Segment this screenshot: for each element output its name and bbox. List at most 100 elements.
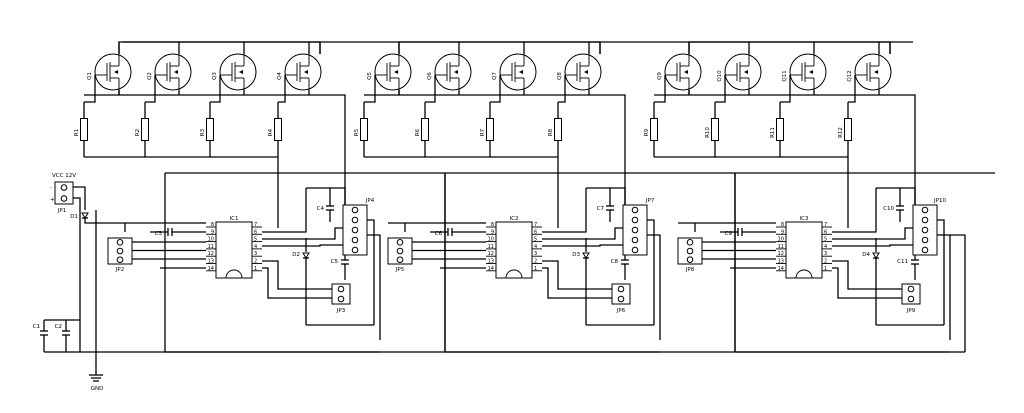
- resistor-label: R2: [135, 129, 141, 136]
- resistor-label: R11: [770, 127, 776, 138]
- resistor-label: R10: [705, 127, 711, 138]
- ic-pin-number: 5: [534, 237, 537, 243]
- mosfet-arrow: [394, 70, 398, 74]
- wire: [262, 244, 343, 247]
- mosfet-arrow: [684, 70, 688, 74]
- wire: [558, 75, 566, 103]
- resistor-label: R3: [200, 128, 206, 136]
- ic-pin-number: 4: [824, 244, 827, 250]
- ic-pin-number: 14: [778, 266, 784, 272]
- wire: [306, 187, 346, 205]
- mosfet-arrow: [114, 70, 118, 74]
- pin-header-body: [622, 204, 648, 256]
- wire: [876, 187, 916, 205]
- mosfet-symbol: [789, 53, 827, 91]
- transistor-label: Q9: [657, 72, 663, 80]
- diode-label: D1: [70, 214, 78, 220]
- pin-header-pin: [337, 285, 345, 293]
- mosfet-arrow: [874, 70, 878, 74]
- pin-header-body: [331, 283, 351, 305]
- resistor-label: R9: [644, 128, 650, 136]
- transistor-label: Q1: [87, 72, 93, 80]
- wire: [364, 75, 376, 103]
- mosfet-body: [94, 53, 132, 91]
- ic-pin-number: 13: [488, 259, 494, 265]
- wire: [950, 234, 966, 352]
- ic-notch: [505, 269, 523, 279]
- pin-header-pin: [396, 256, 404, 263]
- ic-pin-number: 8: [211, 222, 214, 228]
- vcc-label: VCC 12V: [52, 173, 76, 179]
- ic-pin-number: 7: [254, 222, 257, 228]
- transistor-label: Q8: [557, 72, 563, 80]
- resistor-body: [421, 118, 429, 141]
- ic-pin-number: 8: [491, 222, 494, 228]
- mosfet-arrow: [519, 70, 523, 74]
- mosfet-body: [284, 53, 322, 91]
- ic-pin-number: 2: [824, 259, 827, 265]
- wire: [647, 219, 655, 325]
- pin-header-pin: [351, 236, 359, 244]
- ic-pin-number: 3: [534, 251, 537, 257]
- capacitor-label: C8: [611, 259, 619, 265]
- pin-header-pin: [921, 216, 929, 224]
- ic-notch: [795, 269, 813, 279]
- pin-header-pin: [921, 236, 929, 244]
- diode-body: [302, 252, 310, 259]
- diode-label: D2: [292, 252, 300, 258]
- ic-pin-number: 9: [211, 229, 214, 235]
- capacitor-label: C6: [435, 231, 443, 237]
- wire: [715, 75, 726, 103]
- ic-notch: [225, 269, 243, 279]
- pin-header-pin: [351, 246, 359, 254]
- ic-body: [495, 221, 533, 279]
- resistor-label: R6: [415, 128, 421, 136]
- ground-label: GND: [91, 386, 104, 392]
- ic-pin-number: 13: [778, 259, 784, 265]
- pin-header-pin: [396, 239, 404, 246]
- wiring: [43, 41, 995, 382]
- aux-header-label: JP6: [616, 308, 626, 314]
- pin-header-pin: [686, 247, 694, 255]
- diode-body: [872, 252, 880, 259]
- pin-header-pin: [631, 216, 639, 224]
- pin-header-pin: [631, 246, 639, 254]
- pin-header-body: [611, 283, 631, 305]
- ic-label: IC2: [510, 216, 519, 222]
- transistor-label: Q12: [847, 70, 853, 81]
- ic-pin-number: 14: [208, 266, 214, 272]
- capacitor-label: C1: [33, 324, 40, 330]
- mosfet-symbol: [94, 53, 132, 91]
- wire: [848, 75, 856, 103]
- wire: [425, 75, 436, 103]
- mosfet-arrow: [174, 70, 178, 74]
- mosfet-body: [219, 53, 257, 91]
- capacitor-label: C9: [725, 231, 733, 237]
- pin-header-pin: [351, 226, 359, 234]
- wire: [145, 75, 156, 103]
- wire: [832, 260, 902, 290]
- ic-pin-number: 7: [534, 222, 537, 228]
- wire: [780, 75, 791, 103]
- wire: [832, 267, 902, 299]
- wire: [586, 187, 626, 205]
- wire: [84, 218, 108, 224]
- resistor-label: R4: [268, 128, 274, 136]
- diode-label: D3: [572, 252, 580, 258]
- ic-pin-number: 3: [254, 251, 257, 257]
- plus-label: +: [50, 197, 55, 203]
- ic-pin-number: 2: [254, 259, 257, 265]
- pin-header-pin: [351, 206, 359, 214]
- pin-header-pin: [907, 285, 915, 293]
- resistor-label: R12: [838, 127, 844, 138]
- mosfet-arrow: [239, 70, 243, 74]
- wire: [73, 186, 86, 210]
- wire: [542, 188, 587, 233]
- wire: [937, 219, 945, 325]
- ic-pin-number: 11: [778, 244, 784, 250]
- transistor-label: Q5: [367, 72, 373, 80]
- pin-header-body: [901, 283, 921, 305]
- resistor-body: [141, 118, 149, 141]
